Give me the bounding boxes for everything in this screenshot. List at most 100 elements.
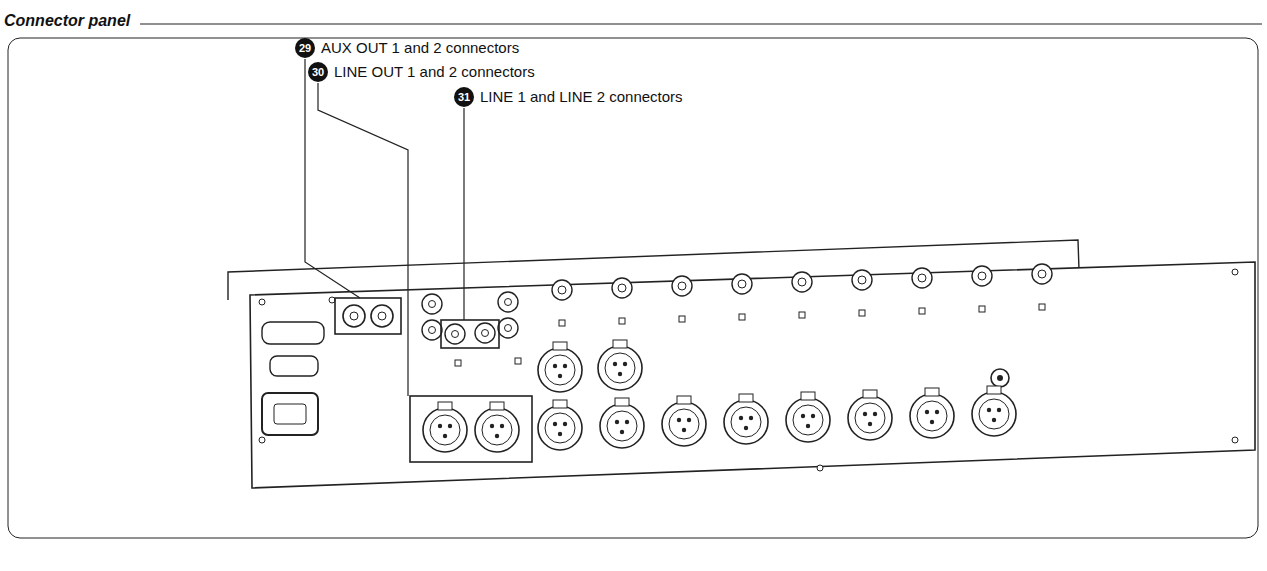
xlr-in-pin	[992, 418, 996, 422]
xlr-in-pin	[811, 414, 815, 418]
input-jack	[852, 270, 872, 290]
indicator-square	[515, 358, 521, 364]
xlr-in	[538, 348, 582, 392]
callout-circle	[454, 87, 474, 107]
xlr-in-pin	[623, 362, 627, 366]
rca-pin	[452, 331, 459, 338]
input-jack	[732, 274, 752, 294]
screw	[259, 299, 265, 305]
xlr-in-inner	[545, 413, 575, 443]
input-jack-pin	[678, 282, 686, 290]
xlr-in-latch	[801, 392, 815, 400]
input-jack-pin	[978, 272, 986, 280]
input-jack-pin	[738, 280, 746, 288]
xlr-in-pin	[873, 412, 877, 416]
xlr-in-latch	[925, 388, 939, 396]
xlr-out-pin	[443, 434, 447, 438]
rca-pin	[378, 312, 386, 320]
line-out-box	[410, 396, 532, 462]
xlr-in-pin	[553, 364, 557, 368]
xlr-in	[598, 346, 642, 390]
input-jack-pin	[918, 274, 926, 282]
xlr-out-latch	[490, 402, 504, 410]
xlr-out-pin	[490, 424, 494, 428]
rca-jack	[475, 323, 495, 343]
input-jack-pin	[1038, 270, 1046, 278]
indicator-square	[1039, 304, 1045, 310]
rca-pin	[505, 299, 512, 306]
xlr-in	[662, 402, 706, 446]
xlr-in-pin	[558, 374, 562, 378]
xlr-out	[475, 408, 519, 452]
input-jack	[672, 276, 692, 296]
rca-pin	[350, 312, 358, 320]
aux-out-box	[335, 298, 401, 334]
xlr-in	[724, 400, 768, 444]
rca-pin	[429, 301, 436, 308]
xlr-in-inner	[731, 407, 761, 437]
part-label: AUX OUT 1 and 2 connectors	[321, 39, 519, 57]
heading-rule	[140, 23, 1262, 24]
xlr-in-pin	[620, 430, 624, 434]
part-label: LINE 1 and LINE 2 connectors	[480, 88, 683, 106]
xlr-out-inner	[482, 415, 512, 445]
xlr-out	[423, 408, 467, 452]
xlr-out-pin	[438, 424, 442, 428]
xlr-in-pin	[930, 420, 934, 424]
xlr-in-latch	[863, 390, 877, 398]
input-jack	[552, 280, 572, 300]
indicator-square	[559, 320, 565, 326]
xlr-out-inner	[430, 415, 460, 445]
ground-terminal	[991, 369, 1009, 387]
leader-line	[318, 83, 408, 396]
part-label: LINE OUT 1 and 2 connectors	[334, 63, 535, 81]
input-jack	[792, 272, 812, 292]
xlr-in	[600, 404, 644, 448]
xlr-in-pin	[563, 364, 567, 368]
leader-line	[305, 59, 360, 298]
xlr-in-latch	[553, 342, 567, 350]
power-inlet-socket	[274, 404, 306, 424]
xlr-out-latch	[438, 402, 452, 410]
screw	[329, 297, 335, 303]
rca-pin	[482, 330, 489, 337]
xlr-in	[538, 406, 582, 450]
xlr-in-inner	[607, 411, 637, 441]
screw	[1232, 437, 1238, 443]
rca-jack	[422, 320, 442, 340]
input-jack	[912, 268, 932, 288]
rca-pin	[429, 327, 436, 334]
input-jack	[972, 266, 992, 286]
xlr-in	[848, 396, 892, 440]
xlr-out-pin	[495, 434, 499, 438]
xlr-in-inner	[793, 405, 823, 435]
xlr-in	[972, 392, 1016, 436]
frame	[8, 38, 1258, 538]
xlr-in-pin	[868, 422, 872, 426]
xlr-in-pin	[682, 428, 686, 432]
screw	[817, 465, 823, 471]
callout-circle	[295, 38, 315, 58]
xlr-in-pin	[687, 418, 691, 422]
xlr-in-latch	[553, 400, 567, 408]
xlr-in-latch	[987, 386, 1001, 394]
xlr-in-pin	[801, 414, 805, 418]
xlr-in-pin	[553, 422, 557, 426]
xlr-in-pin	[563, 422, 567, 426]
rca-jack	[498, 318, 518, 338]
indicator-square	[679, 316, 685, 322]
xlr-out-pin	[448, 424, 452, 428]
rca-jack	[498, 292, 518, 312]
indicator-square	[919, 308, 925, 314]
leader-line	[463, 108, 464, 320]
input-jack-pin	[858, 276, 866, 284]
input-jack-pin	[618, 284, 626, 292]
xlr-in-inner	[855, 403, 885, 433]
rca-jack	[422, 294, 442, 314]
callout-number: 31	[454, 87, 474, 107]
indicator-square	[455, 360, 461, 366]
indicator-square	[739, 314, 745, 320]
xlr-in-inner	[669, 409, 699, 439]
xlr-in-latch	[739, 394, 753, 402]
